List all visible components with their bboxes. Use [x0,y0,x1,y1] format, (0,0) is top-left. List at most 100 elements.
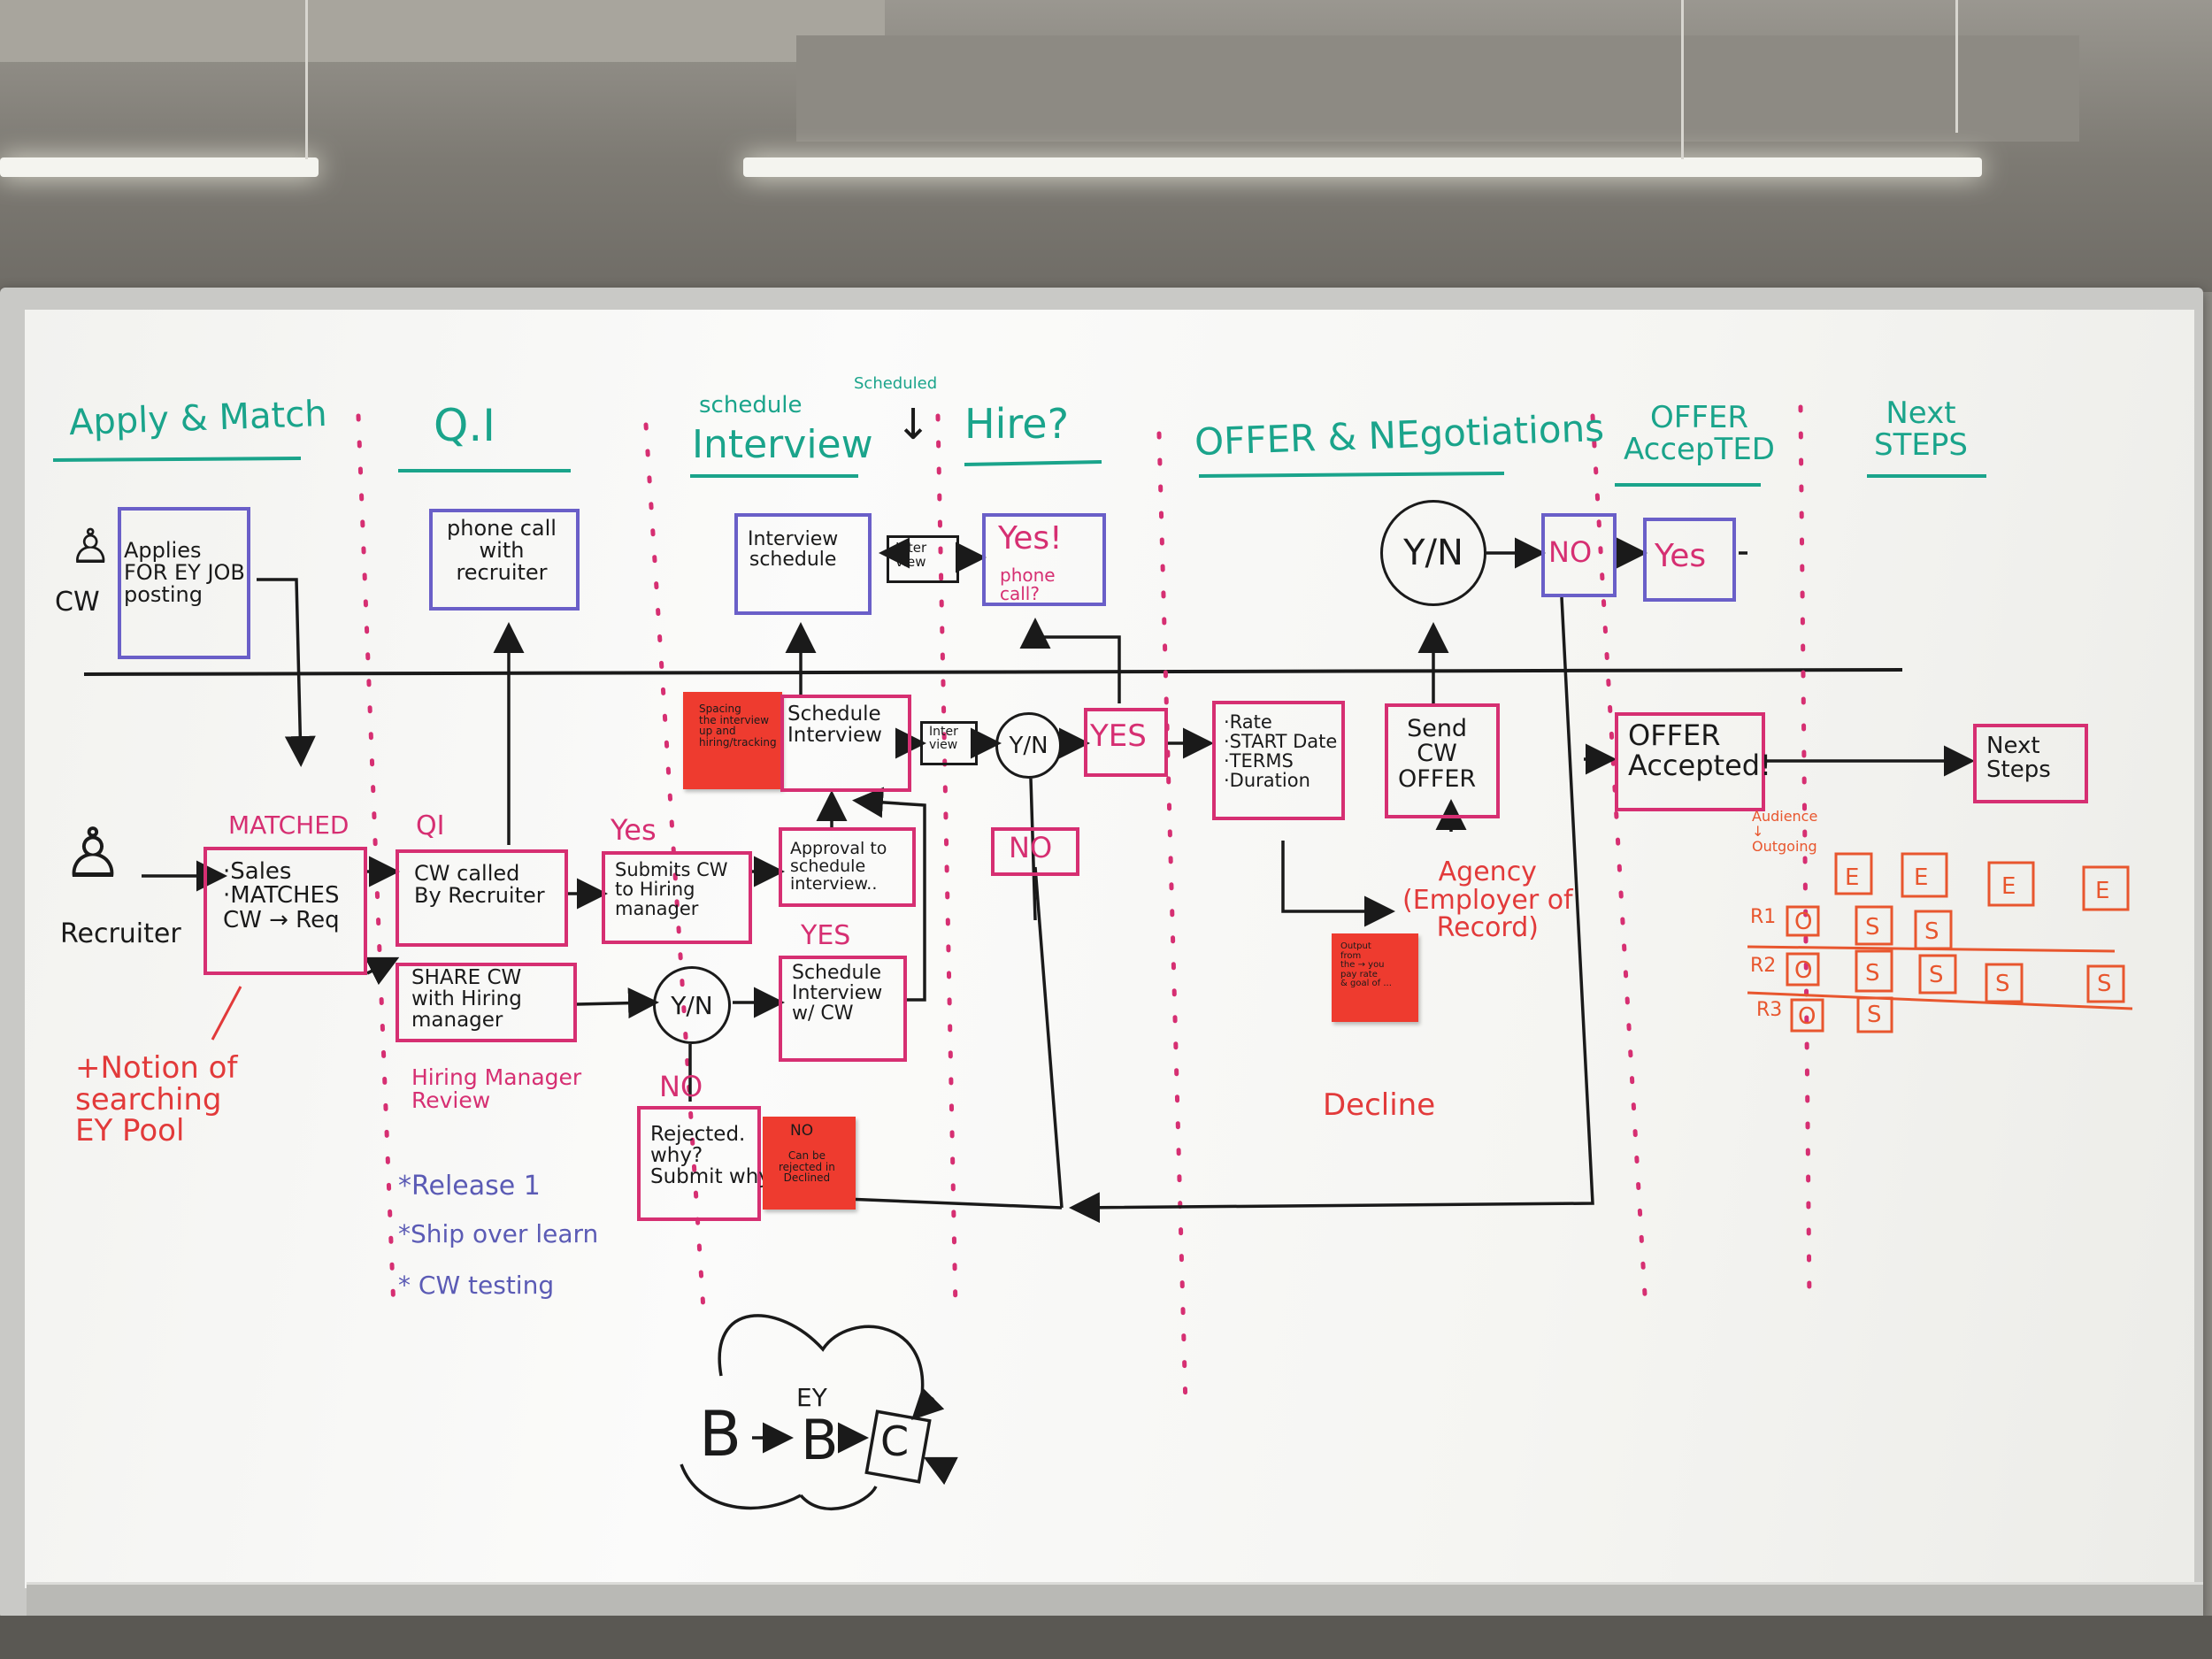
grid-mark: O [1794,957,1812,984]
yes-phone-box [982,513,1106,606]
ceiling-beam [0,0,885,62]
yes-hire-box [1084,708,1168,777]
grid-mark: S [1865,960,1880,987]
arrow-rate-to-agency [1281,841,1395,927]
arrow-schedulecw-to-schedule [852,787,926,1002]
yes-hire-text: YES [1090,718,1147,754]
schedule-interview-text: Schedule Interview [787,703,882,748]
header-underline [964,460,1102,466]
cw-called-text: CW called By Recruiter [414,861,545,909]
grid-cell [1786,905,1820,937]
yn-hire-label: Y/N [1009,732,1048,759]
release-note: *Release 1 [398,1171,541,1202]
qi-label: QI [416,810,445,841]
interview-tag-mid [920,721,978,765]
interview-tag-top-text: Inter view [895,540,927,570]
share-cw-text: SHARE CW with Hiring manager [411,966,522,1033]
no-top-text: NO [1548,535,1593,569]
yes-label-2: YES [801,920,851,951]
offer-accepted-box [1615,712,1765,811]
header-interview: Interview [692,422,873,467]
rate-box [1212,701,1345,820]
line-no-down [1033,866,1064,1209]
cw-testing-note: * CW testing [398,1271,555,1300]
header-scheduled-small: Scheduled [854,374,938,393]
grid-mark: S [1865,914,1880,941]
rejected-box [637,1106,761,1221]
marker-tray [27,1582,2203,1618]
no-sticky-text: Can be rejected in Declined [779,1149,835,1185]
applies-text: Applies FOR EY JOB posting [124,538,245,608]
grid-cell [1790,998,1824,1033]
no-hire-text: NO [1009,831,1053,864]
doodle-loop [799,1486,878,1511]
row-label-r1: R1 [1750,906,1777,928]
header-qi: Q.I [434,400,495,451]
interview-tag-top [887,535,959,583]
header-underline [52,457,302,462]
column-divider [356,413,396,1312]
interview-schedule-box [734,513,872,615]
arrow-applies-to-sales [257,578,316,767]
no-sticky-title: NO [790,1122,814,1140]
grid-mark: S [1867,1002,1882,1028]
agency-text: Agency (Employer of Record) [1402,856,1573,943]
line-rejected-to-loop [844,1197,1063,1210]
send-offer-box [1385,703,1500,818]
grid-mark: E [1914,864,1928,891]
no-box-top [1541,513,1617,597]
grid-rule [1747,945,2116,953]
grid-mark: S [2097,971,2112,997]
row-label-r3: R3 [1756,999,1783,1021]
grid-cell [2086,964,2125,1003]
ceiling-wire [1681,0,1684,159]
yes-box-top [1643,518,1736,602]
approval-box [779,827,916,907]
header-offer-accepted: OFFER AccepTED [1624,400,1775,467]
interview-schedule-text: Interview schedule [748,528,839,572]
spacing-sticky-text: Spacing the interview up and hiring/trac… [699,703,777,749]
grid-mark: O [1798,1003,1816,1030]
grid-cell [1901,852,1948,898]
matched-label: MATCHED [228,810,349,840]
submits-cw-text: Submits CW to Hiring manager [615,859,728,920]
grid-mark: E [2001,873,2016,900]
send-offer-text: Send CW OFFER [1398,715,1477,793]
interview-tag-mid-text: Inter view [929,725,958,752]
grid-cell [2082,865,2130,911]
column-divider [1590,413,1648,1312]
grid-mark: E [2095,878,2109,904]
approval-text: Approval to schedule interview.. [790,839,887,894]
header-down-arrow: ↓ [895,400,932,449]
grid-cell [1987,861,2035,907]
next-steps-text: Next Steps [1986,733,2051,784]
row-label-r2: R2 [1750,955,1777,977]
hiring-review-note: Hiring Manager Review [411,1064,582,1114]
yes-phone-text: Yes! [998,520,1063,557]
yes-phone-sub: phone call? [1000,565,1056,604]
sales-matches-text: ·Sales ·MATCHES CW → Req [223,858,340,933]
grid-rule [1747,991,2133,1010]
yn-mid-label: Y/N [671,990,713,1020]
doodle-arrow [911,1386,945,1420]
line-yn-down [1029,778,1037,921]
floor [0,1616,2212,1659]
doodle-arrow [923,1456,958,1486]
yn-top-label: Y/N [1403,533,1463,573]
phone-call-box [429,509,580,611]
spacing-sticky [683,692,782,789]
schedule-interview-cw-box [779,956,907,1062]
phone-call-text: phone call with recruiter [447,516,557,586]
arrow-sales-to-share [365,956,400,986]
doodle-c: C [880,1417,910,1465]
user-icon: ♙ [62,814,124,894]
grid-cell [1834,852,1873,895]
no-hire-box [991,827,1079,876]
doodle-b2: B [801,1408,839,1472]
grid-cell [1918,954,1957,995]
column-divider [1156,431,1188,1409]
doodle-c-box [864,1409,932,1484]
grid-cell [1855,905,1893,946]
header-hire: Hire? [964,400,1069,448]
